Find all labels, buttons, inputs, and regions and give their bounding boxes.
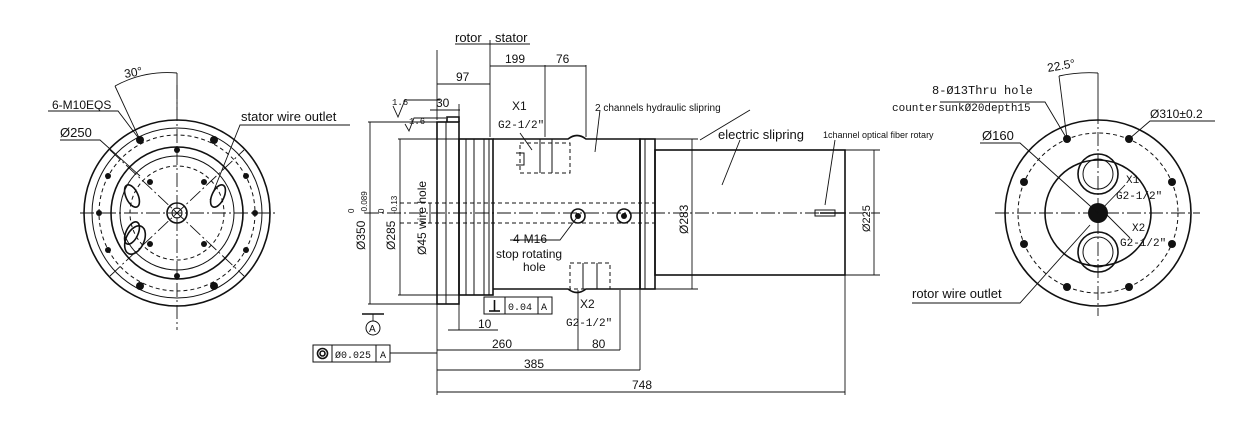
stator-wire-outlet-label: stator wire outlet	[241, 109, 337, 124]
concentricity-value: Ø0.025	[335, 350, 371, 362]
dia-285-upper-tol: 0	[377, 208, 386, 213]
dia-285-label: Ø285	[384, 220, 398, 250]
electric-slipring-label: electric slipring	[718, 127, 804, 142]
dim-30: 30	[436, 96, 450, 110]
dia-160-label: Ø160	[982, 128, 1014, 143]
concentricity-datum: A	[380, 351, 386, 362]
dim-199: 199	[505, 52, 525, 66]
dia-350-upper-tol: 0	[347, 208, 356, 213]
x1-label: X1	[512, 99, 527, 113]
rotor-wire-outlet-label: rotor wire outlet	[912, 286, 1002, 301]
front-dia-250-label: Ø250	[60, 125, 92, 140]
dia-310-label: Ø310±0.2	[1150, 107, 1203, 121]
dim-10: 10	[478, 317, 492, 331]
roughness-label-2: 1.6	[409, 117, 425, 127]
front-bolts-label: 6-M10EQS	[52, 98, 111, 112]
front-view	[48, 72, 350, 330]
dim-97: 97	[456, 70, 470, 84]
rear-x2-label: X2	[1132, 223, 1145, 235]
perpendicularity-value: 0.04	[508, 303, 532, 314]
optical-fiber-label: 1channel optical fiber rotary	[823, 130, 934, 140]
dim-385: 385	[524, 357, 544, 371]
rear-view	[912, 72, 1215, 316]
dim-76: 76	[556, 52, 570, 66]
dim-748: 748	[632, 378, 652, 392]
wire-hole-label: Ø45 wire hole	[415, 181, 429, 255]
rotor-label: rotor	[455, 30, 482, 45]
countersunk-label: countersunkØ20depth15	[892, 103, 1031, 115]
rear-x2-thread-label: G2-1/2″	[1120, 238, 1166, 250]
dia-350-label: Ø350	[354, 220, 368, 250]
dia-350-lower-tol: -0.089	[360, 191, 369, 214]
dim-260: 260	[492, 337, 512, 351]
stop-rotating-label: stop rotating	[496, 247, 562, 261]
x2-thread-label: G2-1/2″	[566, 318, 612, 330]
side-view	[312, 40, 880, 395]
x2-label: X2	[580, 297, 595, 311]
dia-283-label: Ø283	[677, 204, 691, 234]
rear-x1-label: X1	[1126, 175, 1140, 187]
hydraulic-slipring-label: 2 channels hydraulic slipring	[595, 103, 721, 114]
datum-a-label: A	[369, 324, 376, 335]
dia-285-lower-tol: -0.13	[390, 195, 399, 214]
dim-80: 80	[592, 337, 606, 351]
perpendicularity-datum: A	[541, 303, 547, 314]
dia-225-label: Ø225	[861, 205, 873, 232]
thru-hole-label: 8-Ø13Thru hole	[932, 84, 1033, 98]
rear-angle-label: 22.5°	[1046, 56, 1076, 75]
stator-label: stator	[495, 30, 528, 45]
m16-label: 4-M16	[513, 232, 547, 246]
roughness-label-1: 1.6	[392, 98, 408, 108]
rear-x1-thread-label: G2-1/2″	[1116, 191, 1162, 203]
front-angle-label: 30°	[123, 64, 143, 81]
x1-thread-label: G2-1/2″	[498, 120, 544, 132]
stop-hole-label: hole	[523, 260, 546, 274]
